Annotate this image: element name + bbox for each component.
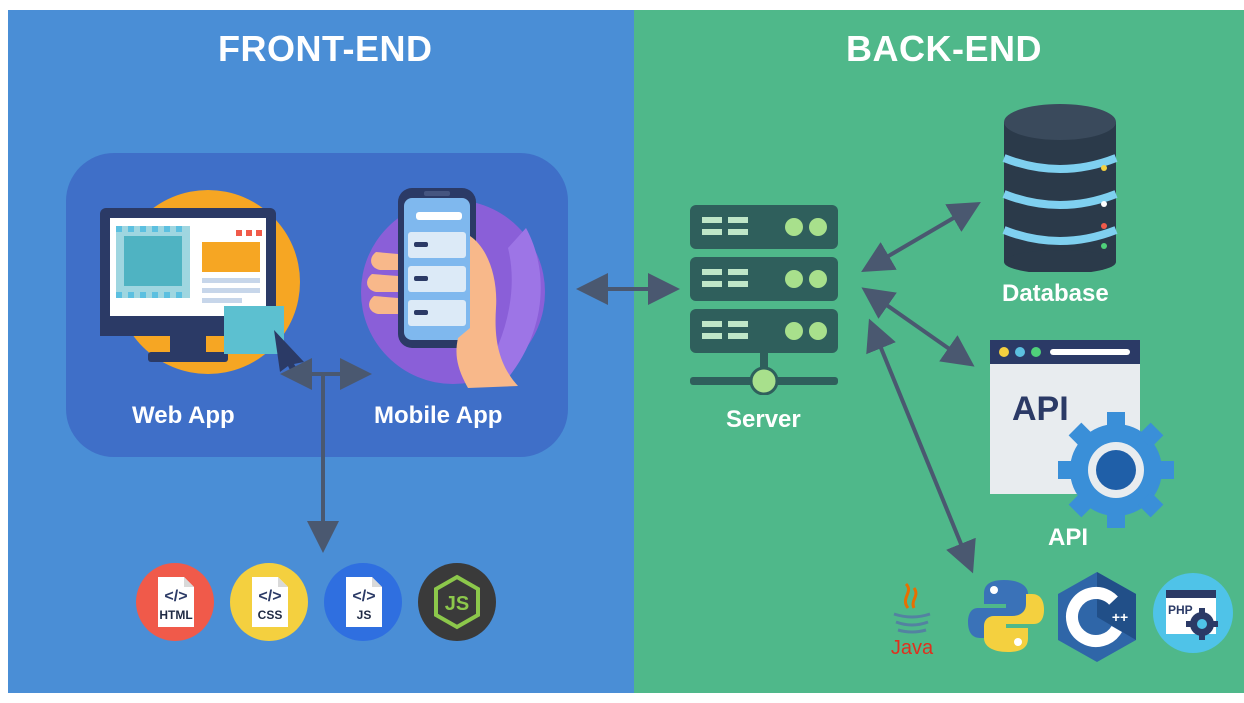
back-end-title: BACK-END [846, 28, 1042, 69]
database-icon [1002, 104, 1118, 272]
api-window-gear-icon: API [990, 340, 1174, 528]
svg-text:PHP: PHP [1168, 603, 1193, 617]
api-window-text: API [1012, 390, 1069, 428]
server-languages-arrow [866, 318, 976, 574]
database-label: Database [1002, 280, 1109, 307]
web-app-label: Web App [132, 402, 235, 429]
server-database-arrow [861, 201, 981, 273]
css-file-icon: </> CSS [230, 563, 308, 641]
svg-text:</>: </> [164, 588, 187, 605]
java-label: Java [891, 637, 934, 658]
java-icon: Java [891, 582, 934, 658]
server-label: Server [726, 406, 801, 433]
api-label: API [1048, 524, 1089, 551]
python-icon [968, 580, 1044, 652]
monitor-icon [100, 190, 304, 374]
front-end-panel: FRONT-END [8, 10, 634, 693]
svg-text:++: ++ [1112, 609, 1128, 625]
html-file-icon: </> HTML [136, 563, 214, 641]
svg-text:JS: JS [445, 593, 469, 615]
nodejs-icon: JS [418, 563, 496, 641]
mobile-app-label: Mobile App [374, 402, 503, 429]
cpp-icon: ++ [1058, 572, 1136, 662]
php-icon: PHP [1153, 573, 1233, 653]
js-file-icon: </> JS [324, 563, 402, 641]
phone-in-hand-icon [361, 188, 545, 388]
svg-text:</>: </> [352, 588, 375, 605]
front-end-title: FRONT-END [218, 28, 433, 69]
html-label: HTML [159, 608, 192, 622]
css-label: CSS [258, 608, 283, 622]
js-label: JS [357, 608, 372, 622]
server-rack-icon [690, 205, 838, 395]
svg-text:</>: </> [258, 588, 281, 605]
